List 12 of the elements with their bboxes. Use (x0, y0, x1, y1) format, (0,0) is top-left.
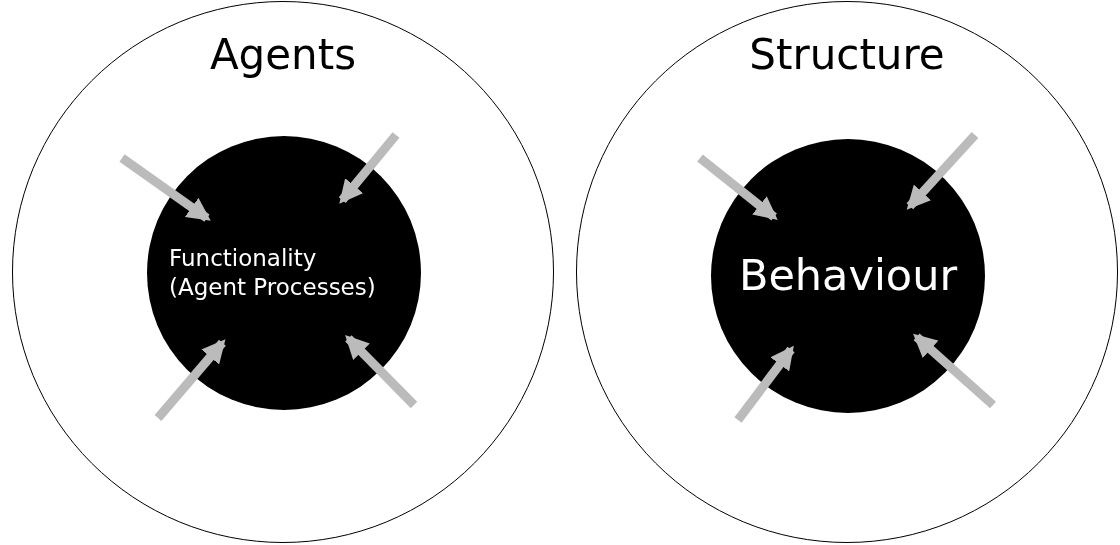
circle-label: Behaviour (738, 249, 958, 303)
circle-heading: Agents (209, 30, 357, 79)
arrow (734, 345, 795, 423)
arrow (913, 333, 996, 409)
arrow (154, 339, 226, 421)
arrow (906, 131, 979, 210)
arrow (697, 154, 778, 221)
circle-heading: Structure (749, 30, 945, 79)
arrow (338, 132, 400, 204)
circle-label: Functionality (Agent Processes) (169, 244, 377, 302)
arrow (119, 154, 211, 222)
arrow (345, 335, 418, 409)
